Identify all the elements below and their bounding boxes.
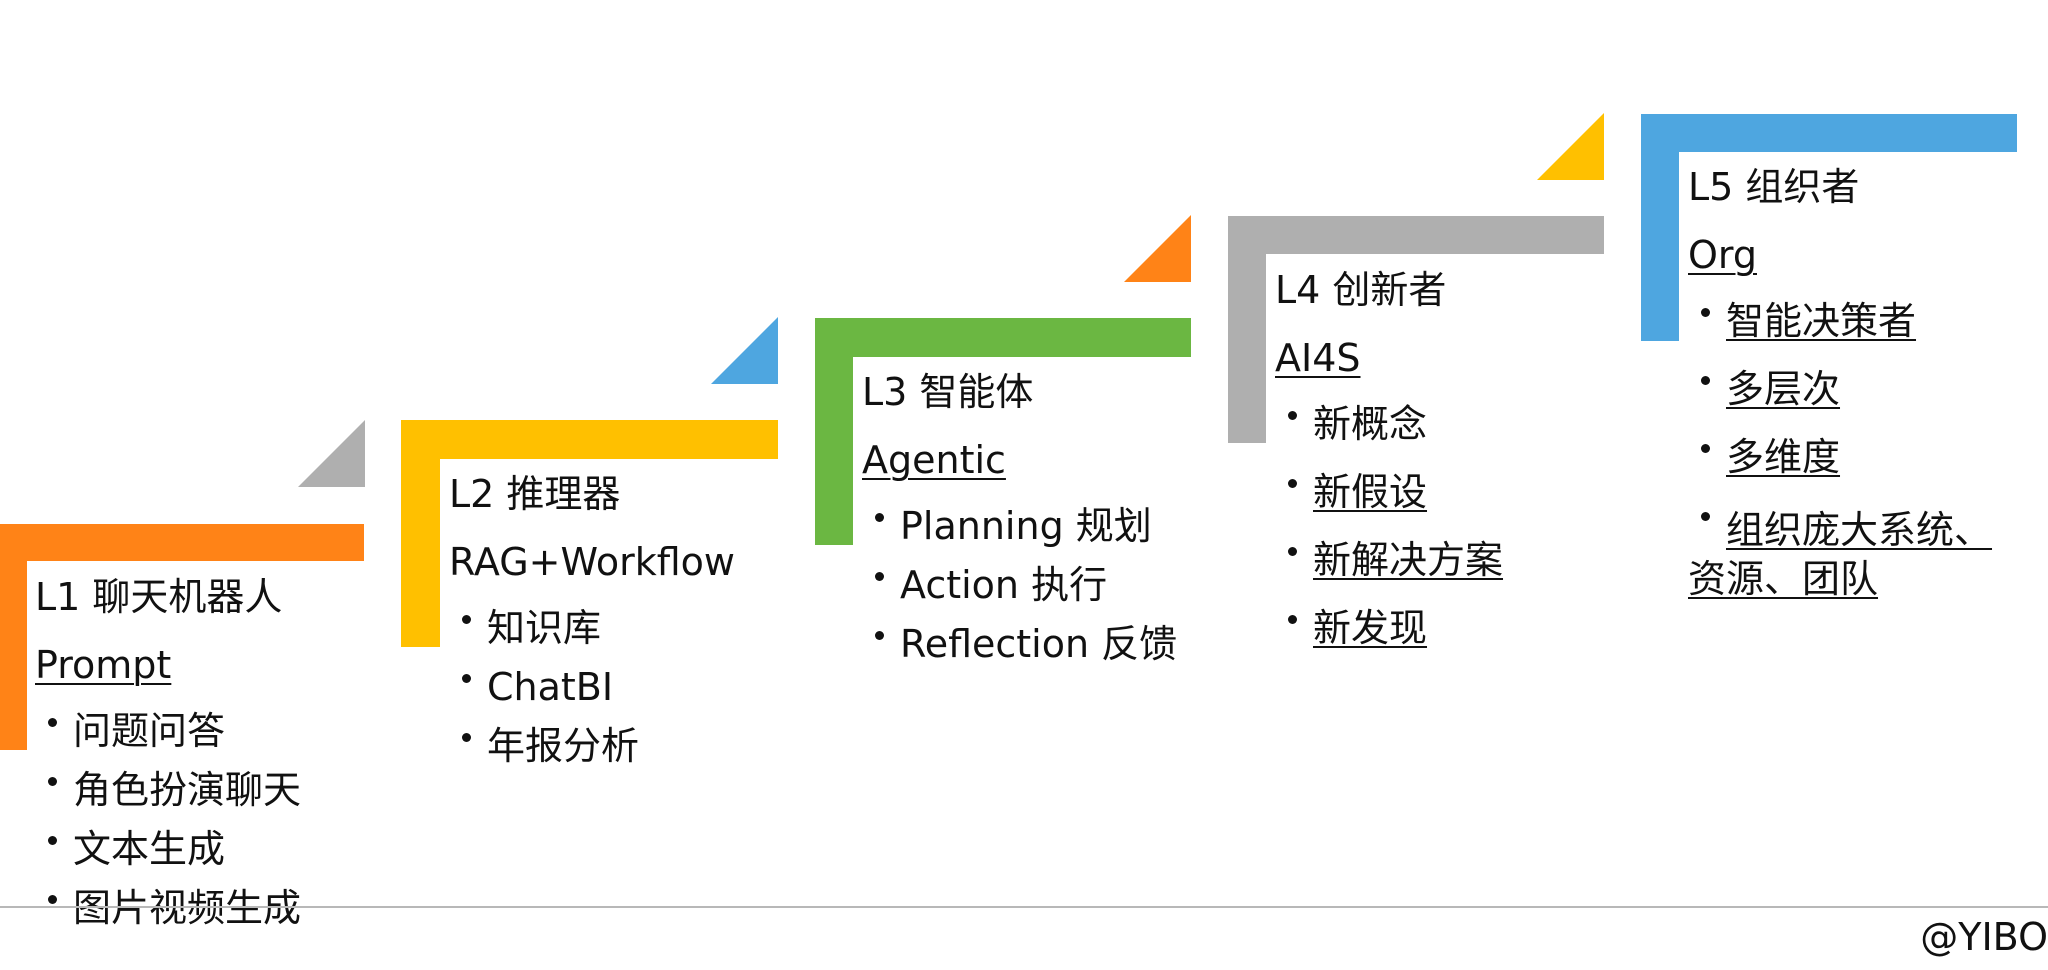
level-3-subtitle: Agentic: [862, 438, 1006, 482]
level-5: L5 组织者 Org 智能决策者 多层次 多维度 组织庞大系统、资源、团队: [1688, 168, 2018, 605]
l2-step-bar-horizontal: [401, 420, 778, 459]
level-4-items: 新概念 新假设 新解决方案 新发现: [1275, 405, 1503, 647]
list-item-text: 多维度: [1726, 435, 1841, 479]
level-5-items: 智能决策者 多层次 多维度 组织庞大系统、资源、团队: [1688, 302, 2018, 605]
list-item: 新解决方案: [1275, 541, 1503, 579]
l3-triangle-marker: [1124, 215, 1191, 282]
list-item: 组织庞大系统、资源、团队: [1688, 506, 2018, 605]
list-item-text: 多层次: [1726, 367, 1841, 411]
l1-triangle-marker: [298, 420, 365, 487]
l5-step-bar-horizontal: [1641, 114, 2017, 152]
l3-step-bar-horizontal: [815, 318, 1191, 357]
level-3-title: L3 智能体: [862, 370, 1034, 414]
l4-step-bar-horizontal: [1228, 216, 1604, 254]
list-item: 智能决策者: [1688, 302, 2018, 340]
level-4: L4 创新者 AI4S 新概念 新假设 新解决方案 新发现: [1275, 271, 1503, 647]
l5-step-bar-vertical: [1641, 114, 1679, 341]
level-5-subtitle: Org: [1688, 233, 1757, 277]
footer-divider: [0, 906, 2048, 908]
level-3: L3 智能体 Agentic Planning 规划 Action 执行 Ref…: [862, 373, 1177, 663]
l4-triangle-marker: [1537, 113, 1604, 180]
list-item-text: 组织庞大系统、资源、团队: [1688, 508, 1993, 602]
list-item: 多层次: [1688, 370, 2018, 408]
list-item: 多维度: [1688, 438, 2018, 476]
author-credit: @YIBO: [1920, 915, 2048, 959]
level-1: L1 聊天机器人 Prompt 问题问答 角色扮演聊天 文本生成 图片视频生成: [35, 578, 301, 927]
list-item: Action 执行: [862, 566, 1177, 604]
list-item: 知识库: [449, 609, 735, 647]
level-2-subtitle: RAG+Workflow: [449, 540, 735, 584]
l1-step-bar-horizontal: [0, 524, 364, 561]
list-item: 年报分析: [449, 727, 735, 765]
list-item-text: 新假设: [1313, 470, 1428, 514]
list-item: Planning 规划: [862, 507, 1177, 545]
l2-triangle-marker: [711, 317, 778, 384]
l3-step-bar-vertical: [815, 318, 853, 545]
level-4-title: L4 创新者: [1275, 268, 1447, 312]
level-4-subtitle: AI4S: [1275, 336, 1361, 380]
list-item: 图片视频生成: [35, 889, 301, 927]
list-item: 新概念: [1275, 405, 1503, 443]
list-item: Reflection 反馈: [862, 625, 1177, 663]
list-item-text: 新发现: [1313, 606, 1428, 650]
list-item: ChatBI: [449, 668, 735, 706]
level-3-items: Planning 规划 Action 执行 Reflection 反馈: [862, 507, 1177, 663]
level-2: L2 推理器 RAG+Workflow 知识库 ChatBI 年报分析: [449, 475, 735, 765]
list-item: 角色扮演聊天: [35, 771, 301, 809]
level-1-items: 问题问答 角色扮演聊天 文本生成 图片视频生成: [35, 712, 301, 927]
level-2-items: 知识库 ChatBI 年报分析: [449, 609, 735, 765]
level-2-title: L2 推理器: [449, 472, 621, 516]
list-item: 新假设: [1275, 473, 1503, 511]
list-item: 文本生成: [35, 830, 301, 868]
list-item: 问题问答: [35, 712, 301, 750]
level-5-title: L5 组织者: [1688, 165, 1860, 209]
list-item-text: 智能决策者: [1726, 299, 1917, 343]
l4-step-bar-vertical: [1228, 216, 1266, 443]
level-1-title: L1 聊天机器人: [35, 575, 283, 619]
list-item-text: 新解决方案: [1313, 538, 1504, 582]
l1-step-bar-vertical: [0, 524, 27, 750]
level-1-subtitle: Prompt: [35, 643, 172, 687]
list-item: 新发现: [1275, 609, 1503, 647]
l2-step-bar-vertical: [401, 420, 440, 647]
